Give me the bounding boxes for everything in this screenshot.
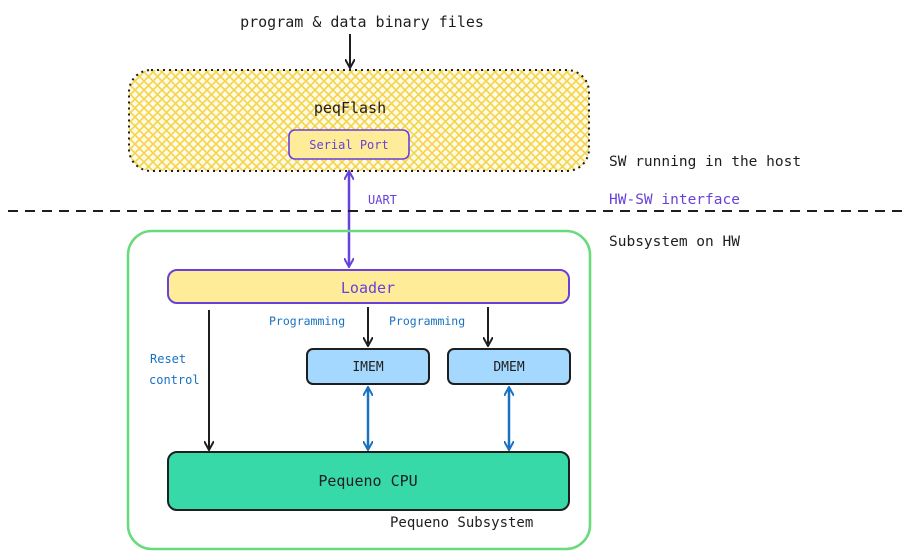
dmem-label: DMEM	[493, 360, 524, 375]
programming-label-dmem: Programming	[389, 314, 465, 328]
imem-box	[306, 348, 430, 385]
reset-label-line2: control	[149, 373, 200, 387]
cpu-label: Pequeno CPU	[318, 472, 417, 490]
serial-port-label: Serial Port	[309, 138, 388, 152]
peqflash-label: peqFlash	[314, 99, 386, 117]
hw-sw-interface-label: HW-SW interface	[609, 192, 740, 208]
input-files-label: program & data binary files	[240, 13, 484, 31]
serial-port-box	[288, 129, 410, 160]
hw-zone-label: Subsystem on HW	[609, 234, 740, 250]
reset-label-line1: Reset	[150, 352, 186, 366]
subsystem-label: Pequeno Subsystem	[390, 515, 533, 531]
loader-label: Loader	[341, 279, 395, 297]
dmem-box	[447, 348, 571, 385]
programming-label-imem: Programming	[269, 314, 345, 328]
host-zone-label: SW running in the host	[609, 154, 801, 170]
imem-label: IMEM	[352, 360, 383, 375]
loader-box	[167, 269, 570, 304]
subsystem-box	[126, 229, 592, 551]
uart-label: UART	[368, 193, 397, 207]
cpu-box	[167, 451, 570, 511]
peqflash-box	[128, 69, 590, 172]
